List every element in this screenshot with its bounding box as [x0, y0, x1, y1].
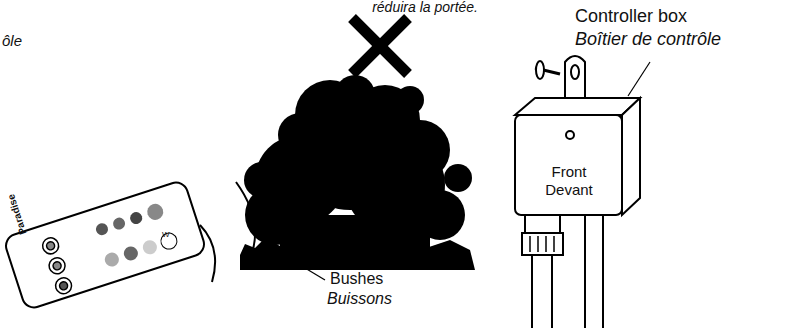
device-face: FrontDevant	[518, 163, 620, 199]
cut-label: ôle	[2, 32, 22, 49]
face-label: Front	[518, 163, 620, 181]
part-label: Controller box	[575, 6, 687, 27]
part-label: Bushes	[330, 270, 383, 288]
remote-control	[3, 180, 207, 311]
note-text: réduira la portée.	[372, 0, 478, 15]
face-label: Devant	[518, 181, 620, 199]
leader-line	[628, 62, 650, 96]
cross-mark	[352, 18, 408, 74]
button-letter: W	[162, 230, 170, 239]
part-label-fr: Buissons	[327, 290, 392, 308]
leader-line	[300, 265, 325, 280]
controller-box	[515, 56, 640, 328]
brand-text: Paradise	[5, 193, 29, 236]
part-label-fr: Boîtier de contrôle	[575, 29, 721, 50]
bush-silhouette	[240, 75, 475, 270]
